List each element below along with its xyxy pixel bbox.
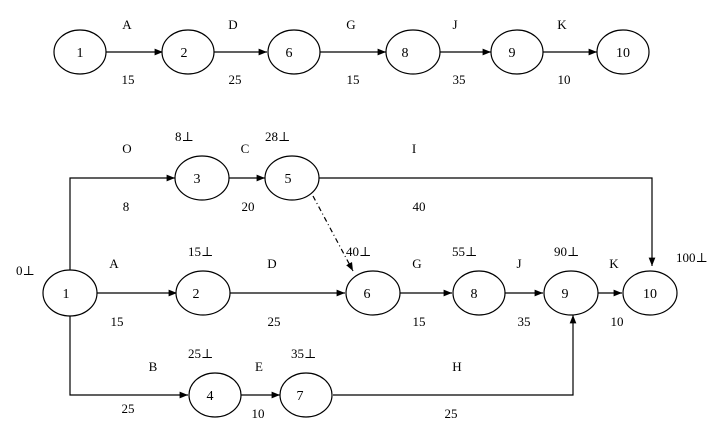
node-time: 90⊥: [554, 244, 579, 259]
node-time: 8⊥: [175, 129, 194, 144]
node-time: 55⊥: [452, 244, 477, 259]
activity-letter: H: [452, 359, 461, 374]
activity-duration: 8: [123, 199, 130, 214]
node-9: 9: [543, 270, 599, 316]
top-node: 8: [385, 29, 441, 75]
activity-letter: J: [516, 256, 521, 271]
top-node: 10: [596, 29, 650, 75]
top-node: 1: [53, 29, 107, 75]
node-time: 35⊥: [291, 346, 316, 361]
activity-duration: 25: [445, 406, 458, 421]
node-label: 5: [285, 172, 292, 187]
node-3: 3: [174, 155, 230, 201]
activity-duration: 25: [268, 314, 281, 329]
node-label: 6: [364, 287, 371, 302]
node-label: 8: [471, 287, 478, 302]
node-time: 28⊥: [265, 129, 290, 144]
node-time: 0⊥: [16, 263, 35, 278]
activity-duration: 25: [229, 72, 242, 87]
activity-letter: K: [557, 17, 567, 32]
top-node-label: 8: [402, 46, 409, 61]
top-node-label: 10: [616, 46, 630, 61]
node-time: 100⊥: [676, 250, 708, 265]
activity-duration: 10: [558, 72, 571, 87]
network: 1 3 5 2 6 8 9 10: [16, 129, 708, 421]
activity-letter: J: [452, 17, 457, 32]
edge-i: [319, 177, 656, 266]
edge-dummy: [312, 195, 354, 272]
activity-letter: I: [412, 141, 416, 156]
top-node-label: 6: [286, 46, 293, 61]
node-7: 7: [279, 372, 333, 418]
node-5: 5: [264, 155, 320, 201]
activity-letter: G: [346, 17, 355, 32]
top-node-label: 9: [509, 46, 516, 61]
node-6: 6: [345, 270, 401, 316]
edge-h: [333, 315, 577, 396]
activity-letter: O: [122, 141, 131, 156]
node-label: 7: [297, 389, 304, 404]
activity-letter: D: [267, 256, 276, 271]
node-2: 2: [175, 270, 231, 316]
node-4: 4: [188, 372, 242, 418]
activity-duration: 35: [518, 314, 531, 329]
activity-letter: D: [228, 17, 237, 32]
activity-letter: G: [412, 256, 421, 271]
top-chain: 1 2 6 8 9 10 A D G J K 15 25 15: [53, 17, 650, 87]
top-node: 2: [161, 29, 215, 75]
edge-b: [69, 316, 188, 399]
node-time: 15⊥: [188, 244, 213, 259]
activity-duration: 25: [122, 401, 135, 416]
top-node-label: 2: [181, 46, 188, 61]
top-node-label: 1: [77, 46, 84, 61]
node-label: 9: [562, 287, 569, 302]
activity-duration: 40: [413, 199, 426, 214]
node-8: 8: [452, 270, 506, 316]
activity-letter: A: [109, 256, 119, 271]
activity-letter: C: [241, 141, 250, 156]
activity-letter: K: [609, 256, 619, 271]
node-time: 25⊥: [188, 346, 213, 361]
top-node: 9: [490, 29, 544, 75]
node-1: 1: [42, 269, 98, 317]
activity-duration: 10: [611, 314, 624, 329]
top-node: 6: [267, 29, 321, 75]
node-label: 10: [643, 287, 657, 302]
node-time: 40⊥: [346, 244, 371, 259]
activity-duration: 15: [122, 72, 135, 87]
activity-duration: 15: [111, 314, 124, 329]
activity-duration: 10: [252, 406, 265, 421]
node-label: 4: [207, 389, 214, 404]
node-label: 1: [63, 287, 70, 302]
activity-letter: B: [149, 359, 158, 374]
activity-letter: A: [122, 17, 132, 32]
activity-duration: 20: [242, 199, 255, 214]
activity-duration: 35: [453, 72, 466, 87]
node-label: 3: [194, 172, 201, 187]
node-label: 2: [193, 287, 200, 302]
activity-duration: 15: [347, 72, 360, 87]
node-10: 10: [622, 270, 678, 316]
edge-o: [69, 174, 175, 270]
activity-letter: E: [255, 359, 263, 374]
activity-duration: 15: [413, 314, 426, 329]
